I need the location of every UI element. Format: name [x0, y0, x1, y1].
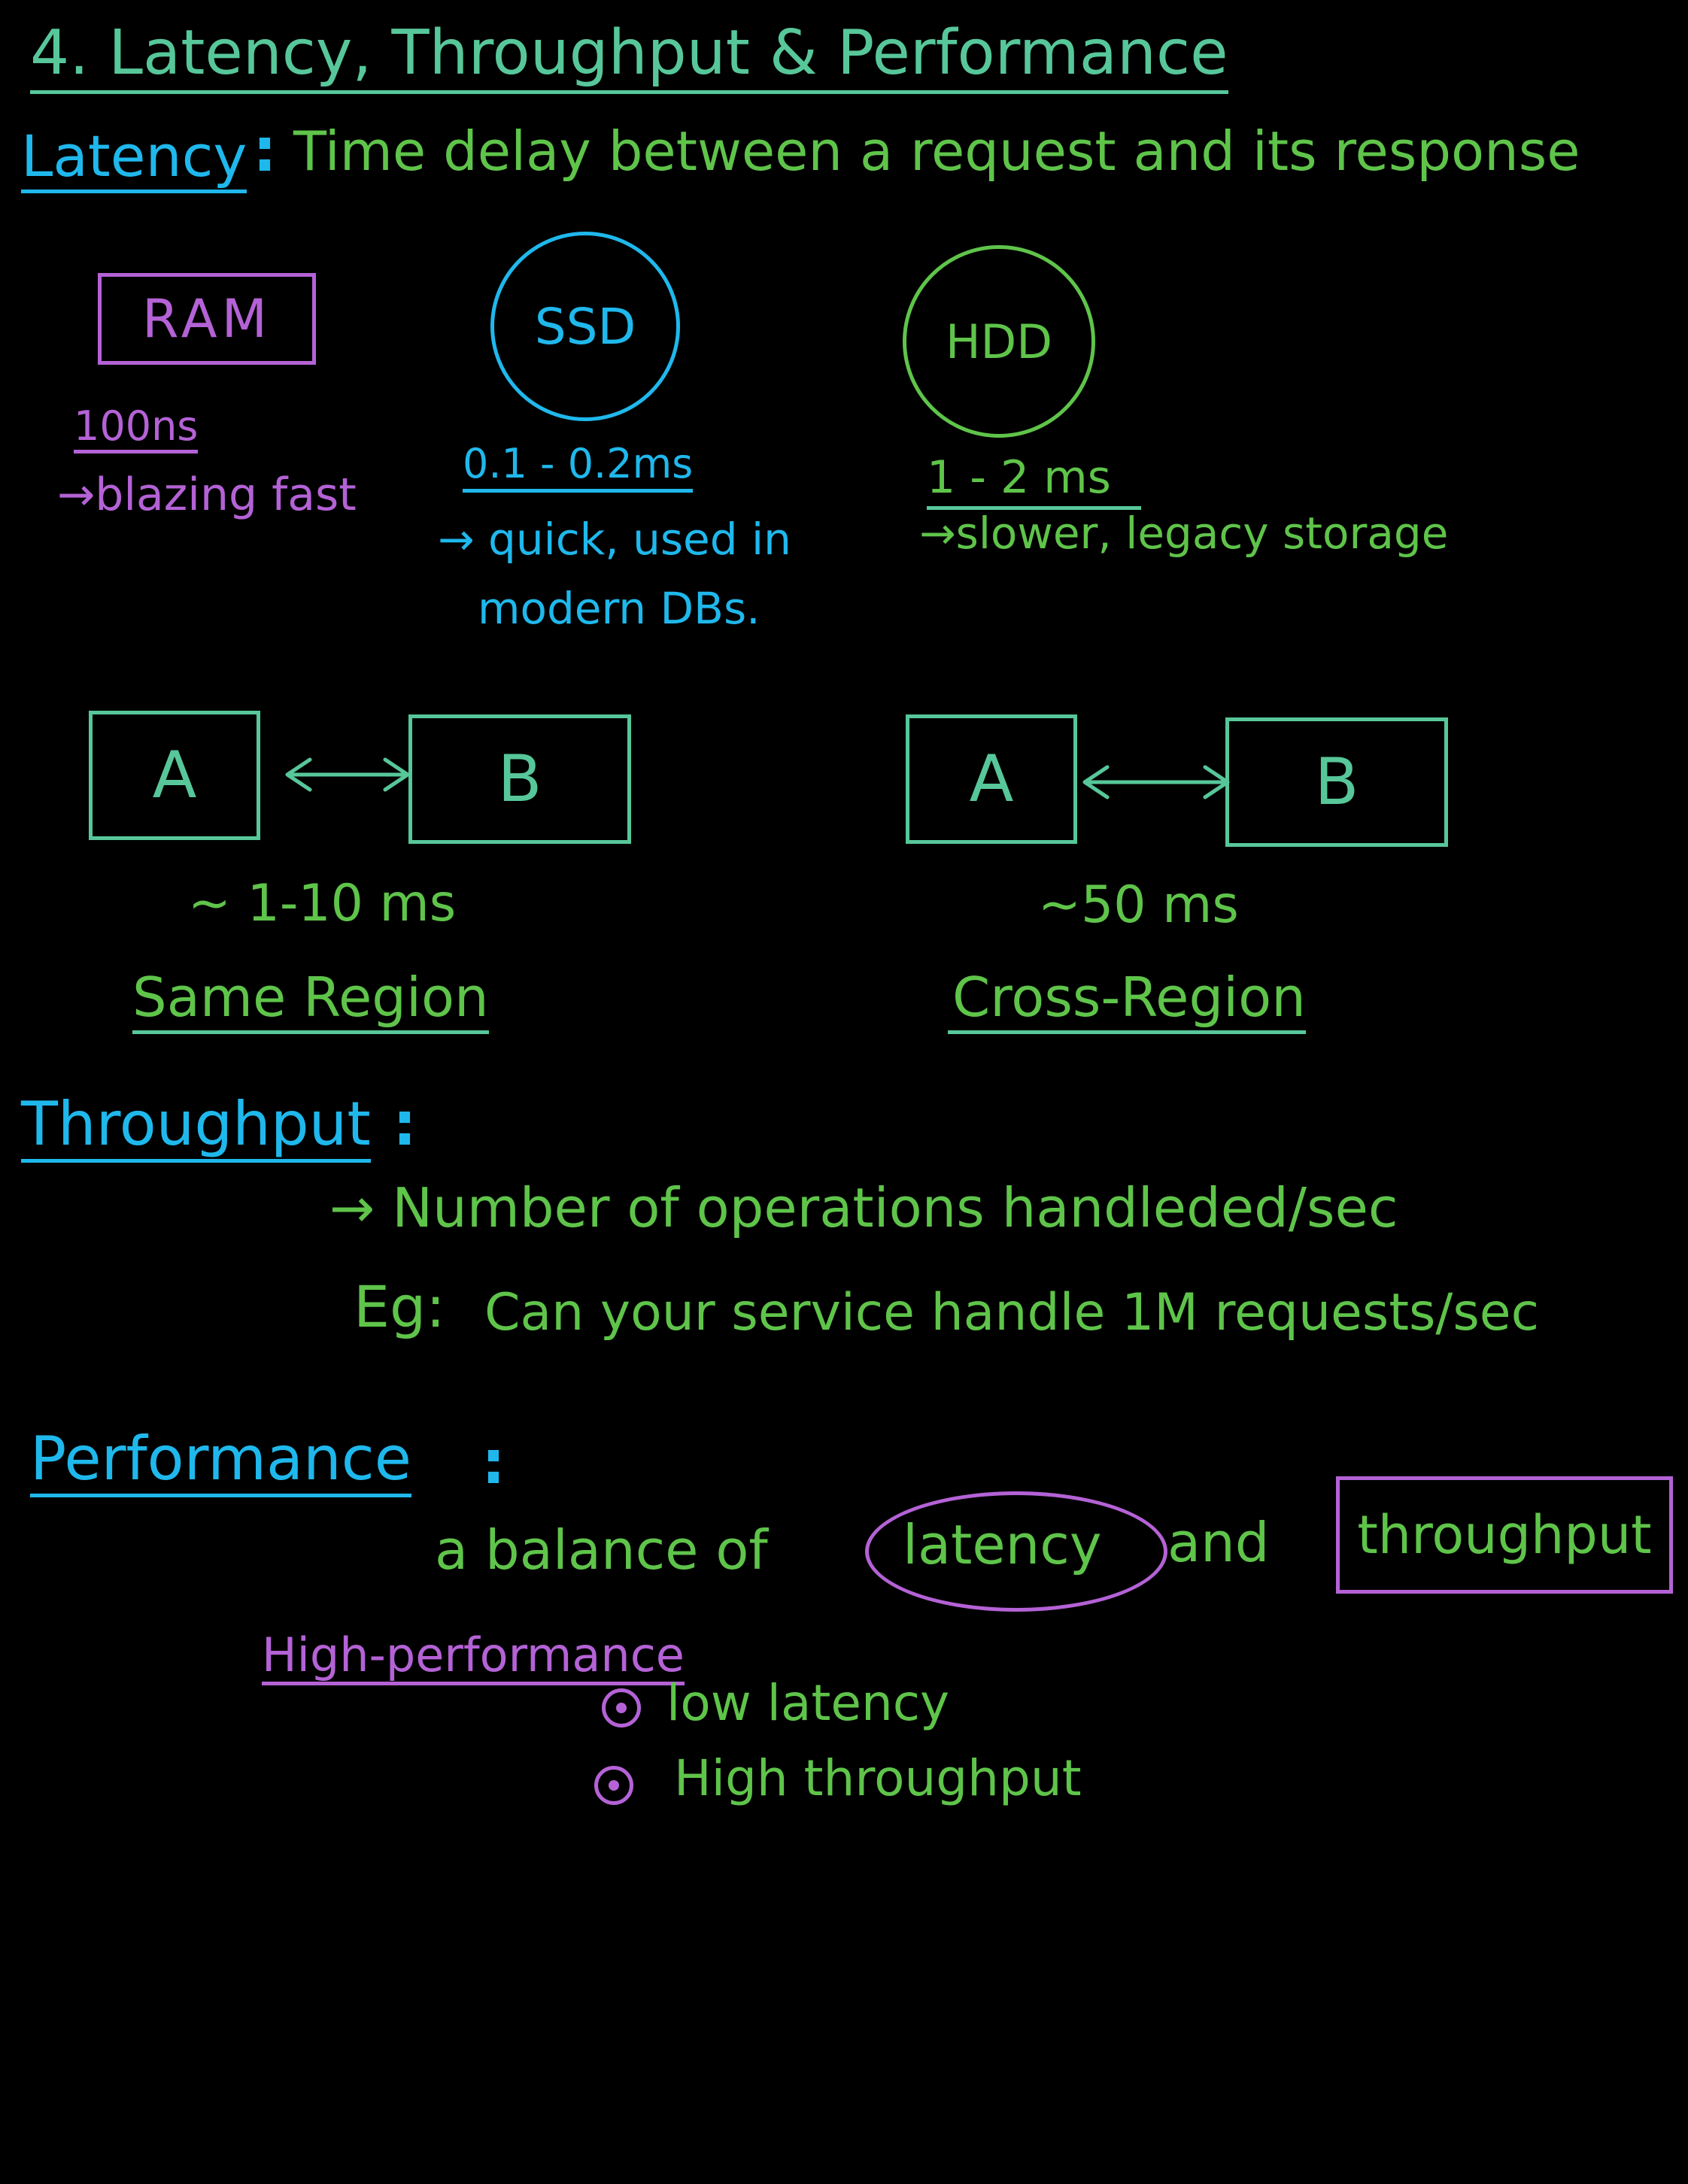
performance-balance-prefix: a balance of	[435, 1518, 768, 1582]
cross-region-node-a: A	[906, 714, 1077, 844]
throughput-example: Can your service handle 1M requests/sec	[484, 1283, 1539, 1342]
cross-region-label: Cross-Region	[948, 970, 1306, 1034]
ssd-label: SSD	[534, 297, 636, 356]
latency-definition: Time delay between a request and its res…	[293, 120, 1580, 183]
hdd-circle: HDD	[903, 245, 1095, 438]
performance-colon: :	[481, 1427, 505, 1497]
ssd-note-line2: modern DBs.	[478, 583, 761, 634]
cross-region-node-b: B	[1225, 717, 1448, 847]
same-node-b-label: B	[497, 742, 542, 817]
hdd-label: HDD	[945, 314, 1053, 369]
hdd-time: 1 - 2 ms	[927, 455, 1141, 510]
bullet-icon	[602, 1688, 641, 1727]
cross-node-a-label: A	[969, 742, 1014, 817]
bullet-item: low latency	[666, 1674, 950, 1732]
throughput-colon: :	[393, 1089, 417, 1159]
page-title: 4. Latency, Throughput & Performance	[30, 23, 1228, 94]
ssd-circle: SSD	[490, 232, 680, 421]
latency-heading: Latency	[21, 128, 247, 193]
same-region-node-b: B	[408, 714, 631, 844]
ssd-time: 0.1 - 0.2ms	[463, 444, 694, 493]
high-performance-heading: High-performance	[262, 1632, 685, 1685]
bullet-icon	[594, 1766, 633, 1805]
performance-latency-word: latency	[903, 1513, 1102, 1576]
hdd-note: →slower, legacy storage	[919, 508, 1449, 559]
ram-time: 100ns	[74, 406, 199, 453]
latency-highlight-ellipse	[865, 1491, 1167, 1612]
ssd-note-line1: → quick, used in	[438, 514, 791, 565]
same-region-node-a: A	[89, 711, 260, 840]
latency-colon: :	[253, 115, 277, 185]
ram-label: RAM	[141, 288, 272, 350]
bidirectional-arrow-icon	[1082, 765, 1230, 799]
performance-heading: Performance	[30, 1429, 411, 1497]
ram-note: →blazing fast	[57, 469, 357, 521]
performance-throughput-word: throughput	[1357, 1504, 1652, 1566]
cross-node-b-label: B	[1314, 745, 1359, 820]
same-node-a-label: A	[152, 738, 197, 813]
same-region-time: ~ 1-10 ms	[188, 874, 457, 933]
throughput-heading: Throughput	[21, 1094, 371, 1163]
throughput-highlight-box: throughput	[1336, 1476, 1673, 1594]
cross-region-time: ~50 ms	[1038, 875, 1239, 935]
ram-box: RAM	[98, 273, 316, 365]
bullet-item: High throughput	[674, 1749, 1082, 1807]
bidirectional-arrow-icon	[285, 757, 410, 792]
throughput-definition: → Number of operations handleded/sec	[329, 1176, 1398, 1239]
performance-and-word: and	[1167, 1511, 1270, 1574]
throughput-example-label: Eg:	[354, 1273, 445, 1340]
same-region-label: Same Region	[132, 970, 489, 1034]
